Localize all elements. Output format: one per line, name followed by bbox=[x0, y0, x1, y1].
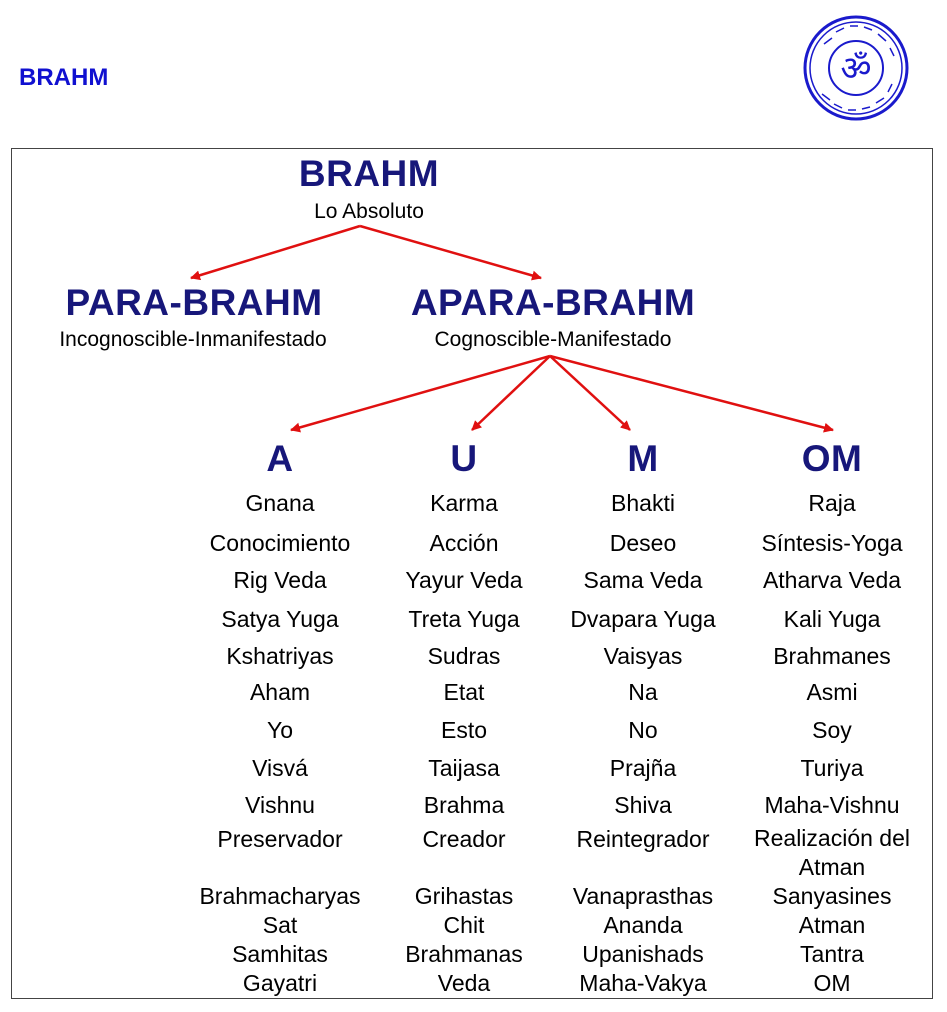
cell-item: Kshatriyas bbox=[226, 643, 334, 669]
cell-item: Raja bbox=[808, 490, 856, 516]
column-header: M bbox=[627, 438, 659, 479]
cell-item: Soy bbox=[812, 717, 852, 743]
cell-item: Rig Veda bbox=[233, 567, 327, 593]
cell-item: Brahmacharyas bbox=[199, 883, 361, 909]
cell-item: Preservador bbox=[217, 826, 343, 852]
cell-item: Sanyasines bbox=[772, 883, 892, 909]
cell-item: Acción bbox=[429, 530, 499, 556]
cell-item: Ananda bbox=[603, 912, 683, 938]
cell-item: Veda bbox=[437, 970, 491, 996]
cell-item: Síntesis-Yoga bbox=[761, 530, 903, 556]
cell-item: Chit bbox=[443, 912, 485, 938]
cell-item: Asmi bbox=[806, 679, 858, 705]
cell-item: Dvapara Yuga bbox=[570, 606, 716, 632]
cell-item: Aham bbox=[249, 679, 311, 705]
cell-item: Realización del Atman bbox=[754, 825, 910, 880]
column-header: A bbox=[266, 438, 294, 479]
root-title: BRAHM bbox=[298, 153, 440, 194]
cell-item: Satya Yuga bbox=[221, 606, 339, 632]
cell-item: Visvá bbox=[252, 755, 308, 781]
cell-item: Yayur Veda bbox=[405, 567, 523, 593]
column-header: OM bbox=[801, 438, 863, 479]
cell-item: Maha-Vishnu bbox=[764, 792, 900, 818]
cell-item: Vaisyas bbox=[603, 643, 683, 669]
cell-item: Karma bbox=[430, 490, 498, 516]
page-label: BRAHM bbox=[19, 64, 109, 91]
cell-item: No bbox=[628, 717, 658, 743]
cell-item: Vanaprasthas bbox=[572, 883, 714, 909]
cell-item: Atman bbox=[798, 912, 866, 938]
cell-item: Sat bbox=[262, 912, 298, 938]
diagram-frame bbox=[11, 148, 933, 999]
apara-brahm-title: APARA-BRAHM bbox=[410, 282, 696, 323]
cell-item: Grihastas bbox=[414, 883, 514, 909]
cell-item: Atharva Veda bbox=[762, 567, 902, 593]
cell-item: Sama Veda bbox=[583, 567, 703, 593]
root-subtitle: Lo Absoluto bbox=[314, 200, 424, 223]
cell-item: Prajña bbox=[609, 755, 677, 781]
para-brahm-subtitle: Incognoscible-Inmanifestado bbox=[59, 328, 327, 351]
cell-item: OM bbox=[813, 970, 851, 996]
cell-item: Taijasa bbox=[428, 755, 500, 781]
cell-item: Na bbox=[628, 679, 658, 705]
cell-item: Treta Yuga bbox=[408, 606, 520, 632]
cell-item: Brahma bbox=[423, 792, 505, 818]
cell-item: Kali Yuga bbox=[783, 606, 881, 632]
om-seal-icon: ॐ bbox=[803, 15, 909, 121]
cell-item: Conocimiento bbox=[209, 530, 351, 556]
cell-item: Etat bbox=[443, 679, 485, 705]
cell-item: Deseo bbox=[609, 530, 677, 556]
column-header: U bbox=[450, 438, 478, 479]
cell-item: Maha-Vakya bbox=[579, 970, 707, 996]
para-brahm-title: PARA-BRAHM bbox=[65, 282, 323, 323]
cell-item: Gnana bbox=[245, 490, 315, 516]
cell-item: Turiya bbox=[800, 755, 864, 781]
cell-item: Bhakti bbox=[611, 490, 675, 516]
cell-item: Vishnu bbox=[245, 792, 315, 818]
cell-item: Esto bbox=[440, 717, 488, 743]
cell-item: Sudras bbox=[427, 643, 501, 669]
cell-item: Brahmanes bbox=[773, 643, 891, 669]
svg-text:ॐ: ॐ bbox=[840, 49, 871, 89]
cell-item: Tantra bbox=[800, 941, 864, 967]
cell-item: Gayatri bbox=[242, 970, 318, 996]
cell-item: Creador bbox=[422, 826, 506, 852]
cell-item: Upanishads bbox=[582, 941, 704, 967]
apara-brahm-subtitle: Cognoscible-Manifestado bbox=[434, 328, 672, 351]
cell-item: Brahmanas bbox=[405, 941, 523, 967]
cell-item: Yo bbox=[266, 717, 294, 743]
cell-item: Shiva bbox=[614, 792, 672, 818]
cell-item: Samhitas bbox=[232, 941, 328, 967]
cell-item: Reintegrador bbox=[576, 826, 710, 852]
